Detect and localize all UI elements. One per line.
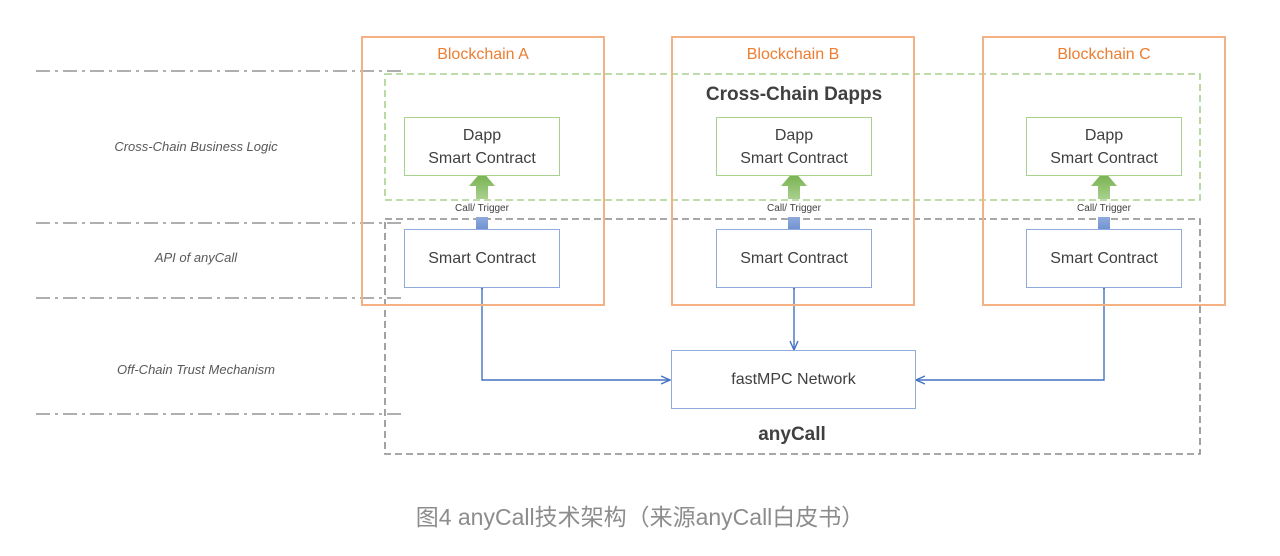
blockchain-b: Blockchain B (671, 36, 915, 306)
api-box-a-label: Smart Contract (428, 249, 536, 267)
api-box-c: Smart Contract (1026, 229, 1182, 288)
cross-chain-dapps-label: Cross-Chain Dapps (705, 84, 883, 105)
blockchain-c: Blockchain C (982, 36, 1226, 306)
dapp-box-c-line1: Dapp (1084, 126, 1124, 144)
green-arrow-a (469, 171, 495, 199)
api-box-a: Smart Contract (404, 229, 560, 288)
dapp-box-a-line1: Dapp (462, 126, 502, 144)
call-trigger-label-c: Call/ Trigger (1077, 203, 1131, 214)
dapp-box-c-line2: Smart Contract (1050, 149, 1158, 167)
api-box-b: Smart Contract (716, 229, 872, 288)
figure-caption: 图4 anyCall技术架构（来源anyCall白皮书） (415, 504, 865, 530)
blockchain-a: Blockchain A (361, 36, 605, 306)
api-box-b-label: Smart Contract (740, 249, 848, 267)
green-arrow-c (1091, 171, 1117, 199)
dapp-box-b-line2: Smart Contract (740, 149, 848, 167)
dapp-box-b: Dapp Smart Contract (716, 117, 872, 176)
green-up-arrows (469, 171, 1117, 199)
fastmpc-network-label: fastMPC Network (731, 370, 856, 388)
blockchain-b-title: Blockchain B (746, 46, 840, 63)
green-arrow-b (781, 171, 807, 199)
connector-c (917, 288, 1104, 380)
fastmpc-network-box: fastMPC Network (671, 350, 916, 409)
dapp-box-b-line1: Dapp (774, 126, 814, 144)
dapp-box-a: Dapp Smart Contract (404, 117, 560, 176)
connector-a (482, 288, 669, 380)
blockchain-c-title: Blockchain C (1057, 46, 1151, 63)
layer-label-api: API of anyCall (154, 250, 238, 265)
layer-label-business-logic: Cross-Chain Business Logic (114, 139, 278, 154)
call-trigger-label-a: Call/ Trigger (455, 203, 509, 214)
blockchain-a-title: Blockchain A (437, 46, 529, 63)
layer-label-off-chain: Off-Chain Trust Mechanism (117, 362, 275, 377)
dapp-box-c: Dapp Smart Contract (1026, 117, 1182, 176)
cross-chain-dapps-region (384, 73, 1201, 201)
api-box-c-label: Smart Contract (1050, 249, 1158, 267)
call-trigger-label-b: Call/ Trigger (767, 203, 821, 214)
dapp-box-a-line2: Smart Contract (428, 149, 536, 167)
anycall-label: anyCall (758, 424, 826, 445)
